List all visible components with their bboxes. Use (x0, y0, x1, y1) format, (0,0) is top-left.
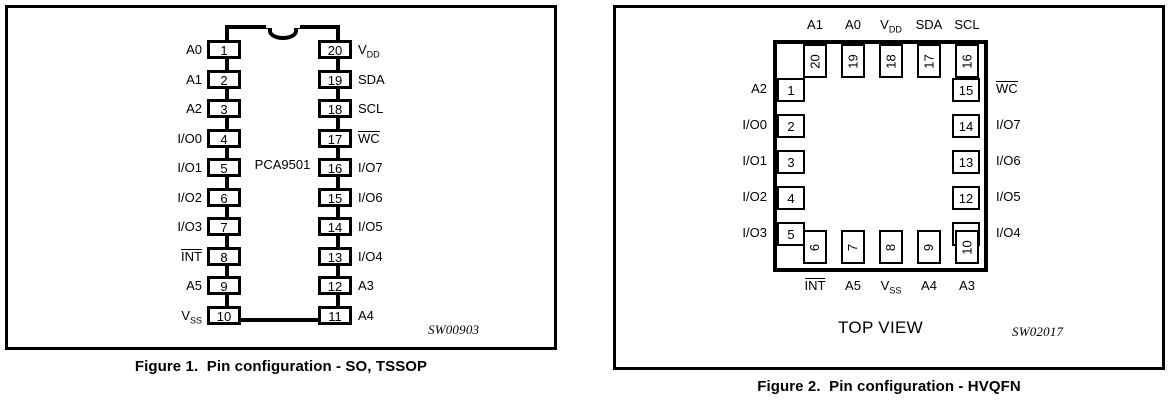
qfn-pin-label-VDD: VDD (880, 17, 902, 35)
so-pin-box-9: 9 (207, 276, 241, 295)
so-pin-label-A5: A5 (186, 278, 202, 293)
so-pin-label-IO7: I/O7 (358, 160, 383, 175)
qfn-pin-box-6: 6 (803, 230, 827, 264)
qfn-pin-box-17: 17 (917, 44, 941, 78)
qfn-pin-label-SCL: SCL (954, 17, 980, 32)
qfn-pin-box-2: 2 (777, 114, 805, 138)
qfn-pin-label-WC: WC (996, 81, 1018, 96)
so-pin-label-IO0: I/O0 (177, 130, 202, 146)
so-pin-box-11: 11 (318, 305, 352, 325)
so-pin-box-8: 8 (207, 246, 241, 266)
so-pin-box-18: 18 (318, 99, 352, 118)
qfn-pin-label-SDA: SDA (915, 17, 943, 32)
qfn-pin-box-4: 4 (777, 186, 805, 210)
qfn-pin-box-14: 14 (952, 114, 980, 138)
qfn-pin-label-A4: A4 (921, 278, 937, 293)
so-pin-label-VSS: VSS (181, 307, 202, 326)
so-pin-label-SCL: SCL (358, 101, 384, 116)
so-pin-label-VDD: VDD (358, 42, 380, 60)
so-pin-label-IO4: I/O4 (358, 248, 383, 264)
qfn-pin-box-7: 7 (841, 230, 865, 264)
top-view-label: TOP VIEW (838, 318, 923, 337)
so-pin-box-12: 12 (318, 276, 352, 295)
qfn-pin-label-A3: A3 (959, 278, 975, 293)
figure-2-caption: Figure 2. Pin configuration - HVQFN (757, 378, 1021, 395)
so-pin-label-IO3: I/O3 (177, 219, 202, 234)
qfn-pin-label-IO4: I/O4 (996, 225, 1021, 240)
qfn-pin-box-8: 8 (879, 230, 903, 264)
qfn-pin-label-IO3: I/O3 (742, 225, 767, 240)
qfn-pin-box-20: 20 (803, 44, 827, 78)
so-pin-box-2: 2 (207, 69, 241, 89)
qfn-pin-label-A5: A5 (845, 278, 861, 293)
so-pin-box-13: 13 (318, 246, 352, 266)
so-pin-box-5: 5 (207, 158, 241, 177)
qfn-pin-box-15: 15 (952, 78, 980, 102)
so-pin-label-A4: A4 (358, 307, 374, 323)
so-pin-label-SDA: SDA (358, 71, 385, 87)
so-pin-box-15: 15 (318, 187, 352, 207)
qfn-pin-label-IO6: I/O6 (996, 153, 1021, 168)
so-pin-label-IO2: I/O2 (177, 189, 202, 205)
qfn-pin-box-5: 5 (777, 222, 805, 246)
qfn-pin-box-3: 3 (777, 150, 805, 174)
figure-2-drawing-number: SW02017 (1012, 324, 1064, 339)
qfn-pin-label-IO1: I/O1 (742, 153, 767, 168)
so-pin-box-6: 6 (207, 187, 241, 207)
qfn-pin-label-IO2: I/O2 (742, 189, 767, 204)
qfn-pin-box-9: 9 (917, 230, 941, 264)
qfn-pin-label-IO7: I/O7 (996, 117, 1021, 132)
so-pin-label-A3: A3 (358, 278, 374, 293)
qfn-pin-label-IO5: I/O5 (996, 189, 1021, 204)
qfn-pin-label-VSS: VSS (880, 278, 902, 296)
so-pin-box-16: 16 (318, 158, 352, 177)
figure-1-caption: Figure 1. Pin configuration - SO, TSSOP (134, 358, 428, 375)
so-pin-box-17: 17 (318, 128, 352, 148)
qfn-pin-label-A2: A2 (751, 81, 767, 96)
qfn-pin-box-16: 16 (955, 44, 979, 78)
so-pin-box-14: 14 (318, 217, 352, 236)
so-pin-label-INT: INT (181, 248, 202, 264)
so-pin-box-20: 20 (318, 40, 352, 59)
qfn-pin-label-A1: A1 (807, 17, 823, 32)
qfn-pin-box-13: 13 (952, 150, 980, 174)
so-pin-box-10: 10 (207, 305, 241, 325)
qfn-pin-box-10: 10 (955, 230, 979, 264)
so-pin-box-7: 7 (207, 217, 241, 236)
so-pin-label-WC: WC (358, 130, 380, 146)
qfn-pin-box-19: 19 (841, 44, 865, 78)
so-pin-box-19: 19 (318, 69, 352, 89)
qfn-pin-label-IO0: I/O0 (742, 117, 767, 132)
so-pin-label-IO5: I/O5 (358, 219, 383, 234)
so-pin-label-IO6: I/O6 (358, 189, 383, 205)
so-pin-label-IO1: I/O1 (177, 160, 202, 175)
qfn-pin-label-INT: INT (804, 278, 826, 293)
so-pin-label-A1: A1 (186, 71, 202, 87)
so-pin-box-1: 1 (207, 40, 241, 59)
qfn-pin-label-A0: A0 (845, 17, 861, 32)
part-number-label: PCA9501 (254, 157, 311, 172)
pin-1-notch-icon (268, 25, 298, 40)
so-pin-box-4: 4 (207, 128, 241, 148)
notch-edge-mask (266, 22, 300, 28)
qfn-pin-box-1: 1 (777, 78, 805, 102)
so-pin-box-3: 3 (207, 99, 241, 118)
so-pin-label-A0: A0 (186, 42, 202, 57)
so-pin-label-A2: A2 (186, 101, 202, 116)
qfn-pin-box-18: 18 (879, 44, 903, 78)
qfn-pin-box-12: 12 (952, 186, 980, 210)
figure-1-drawing-number: SW00903 (428, 322, 480, 337)
